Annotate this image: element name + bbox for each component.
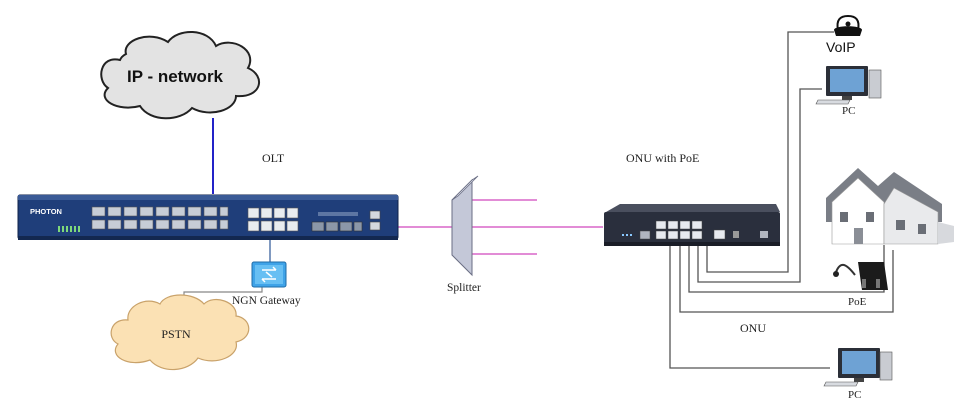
cloud-icon <box>100 30 260 120</box>
pstn-cloud-icon <box>110 294 250 371</box>
ngn-gateway-label: NGN Gateway <box>232 295 301 307</box>
pc-icon <box>823 348 893 387</box>
olt-label: OLT <box>262 151 285 165</box>
pc-top-label: PC <box>842 105 855 117</box>
olt-switch-icon <box>17 194 399 240</box>
phone-icon <box>834 14 862 36</box>
splitter-icon <box>451 175 479 277</box>
onu-poe-line <box>679 245 894 313</box>
house-icon <box>826 168 954 245</box>
pc-icon <box>815 66 882 105</box>
poe-adapter-icon <box>833 262 888 290</box>
onu-pc-top-line <box>697 88 822 283</box>
splitter-label: Splitter <box>447 282 481 294</box>
olt-brand-label: PHOTON <box>30 207 62 216</box>
cloud-ip-label: IP - network <box>127 67 224 86</box>
onu-label: ONU <box>740 321 766 335</box>
gateway-icon <box>251 261 287 288</box>
poe-cable <box>835 263 856 276</box>
pstn-label: PSTN <box>161 327 191 341</box>
onu-poe-label: ONU with PoE <box>626 151 699 165</box>
onu-voip-line <box>706 31 834 273</box>
onu-house-line <box>688 245 885 293</box>
onu-pc-bottom-line <box>669 245 830 369</box>
poe-label: PoE <box>848 296 867 308</box>
pc-bottom-label: PC <box>848 389 861 401</box>
onu-switch-icon <box>604 204 780 246</box>
voip-label: VoIP <box>826 39 856 55</box>
